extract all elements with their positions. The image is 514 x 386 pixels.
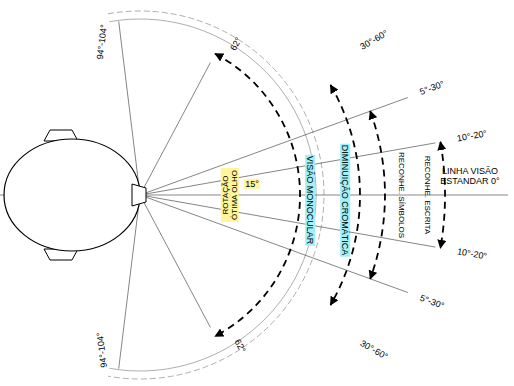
angle-label: 15°: [244, 179, 260, 189]
angle-label: 62°: [232, 337, 248, 356]
angle-label: 30°-60°: [357, 337, 390, 362]
zone-label: DIMINUIÇÃO CROMÁTICA: [340, 144, 350, 257]
wedge-fill: [140, 60, 395, 330]
range-arrow: [370, 111, 385, 279]
angle-label: 62°: [228, 35, 244, 54]
angle-line: [140, 63, 210, 195]
angle-line: [140, 195, 408, 293]
range-arrow: [331, 85, 360, 305]
angle-label: 94°-104°: [95, 23, 110, 61]
zone-label: RECONHE. ESCRITA: [422, 155, 431, 236]
angle-line: [140, 195, 435, 247]
head: [4, 139, 140, 251]
nose: [132, 184, 146, 206]
angle-label: 94°-104°: [95, 331, 110, 369]
zone-label: ROTAÇÃO ÓTIMA OLHO: [221, 168, 239, 222]
wedge-fill: [140, 155, 270, 235]
angle-label: 5°-30°: [417, 292, 446, 311]
angle-line: [140, 143, 435, 195]
angle-line: [140, 98, 408, 196]
zone-label: RECONHE. SÍMBOLOS: [396, 151, 405, 239]
angle-label: 5°-30°: [417, 78, 446, 97]
angle-label: 30°-60°: [357, 27, 390, 52]
angle-label: 10°-20°: [455, 246, 489, 262]
range-arrow: [440, 142, 445, 248]
axis-label: LINHA VISÃO ESTANDAR 0°: [429, 166, 511, 187]
angle-label: 10°-20°: [455, 128, 489, 144]
zone-label: VISÃO MONOCULAR: [305, 155, 315, 246]
range-arrow: [215, 54, 300, 337]
angle-line: [140, 195, 210, 327]
